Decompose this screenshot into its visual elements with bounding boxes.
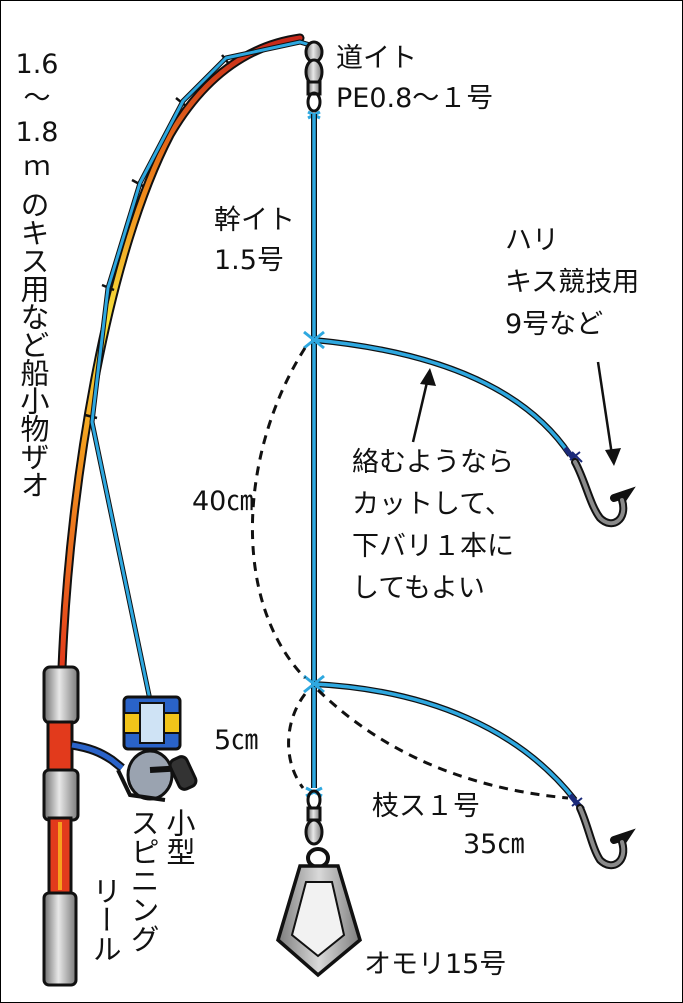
note-line-3: 下バリ１本に bbox=[352, 531, 514, 562]
spacing-5cm-label: 5㎝ bbox=[214, 725, 259, 756]
fishing-rod bbox=[42, 33, 305, 987]
note-line-4: してもよい bbox=[352, 573, 485, 604]
lower-knot bbox=[303, 674, 325, 694]
michi-ito-spec: PE0.8～１号 bbox=[336, 83, 494, 114]
dashed-spacing-5cm bbox=[287, 693, 307, 789]
sinker bbox=[276, 864, 363, 978]
bottom-swivel bbox=[304, 786, 330, 869]
spinning-reel bbox=[71, 695, 198, 802]
hari-spec: 9号など bbox=[505, 309, 604, 340]
reel-label-col2: スピニング bbox=[126, 808, 160, 953]
reel-seat bbox=[46, 720, 74, 774]
lower-hook bbox=[568, 793, 636, 870]
upper-knot bbox=[303, 330, 325, 350]
omori-label: オモリ15号 bbox=[364, 949, 507, 980]
rod-length-label: 1.6 ～ 1.8 ｍ bbox=[14, 48, 60, 184]
upper-hook bbox=[563, 446, 636, 528]
dashed-spacing-40cm bbox=[251, 347, 307, 680]
reel-body bbox=[126, 749, 174, 801]
note-line-2: カットして、 bbox=[352, 489, 512, 520]
edasu-length: 35㎝ bbox=[463, 829, 525, 860]
note-arrow bbox=[411, 368, 436, 443]
rod-description: のキス用など船小物ザオ bbox=[16, 190, 50, 498]
spacing-40cm-label: 40㎝ bbox=[192, 486, 254, 517]
michi-ito-name: 道イト bbox=[336, 43, 417, 74]
miki-ito-spec: 1.5号 bbox=[214, 245, 284, 276]
upper-branch-line bbox=[313, 337, 573, 457]
rod-length-sep: ～ bbox=[23, 83, 51, 114]
lower-branch-line bbox=[313, 681, 578, 802]
rod-guides bbox=[84, 54, 230, 420]
top-swivel bbox=[304, 40, 324, 120]
rod-grip-upper bbox=[42, 665, 80, 725]
rod-length-a: 1.6 bbox=[15, 49, 59, 80]
reel-label-col3: リール bbox=[88, 876, 122, 963]
miki-ito-name: 幹イト bbox=[214, 205, 295, 236]
rod-length-unit: ｍ bbox=[23, 151, 51, 182]
dashed-edasu-length bbox=[316, 688, 569, 800]
hari-name: ハリ bbox=[505, 225, 559, 256]
reel-label-col1: 小型 bbox=[162, 808, 196, 866]
rod-length-b: 1.8 bbox=[15, 117, 59, 148]
hook-arrow bbox=[596, 361, 621, 466]
edasu-name: 枝ス１号 bbox=[372, 791, 480, 822]
rod-butt-grip bbox=[42, 891, 78, 987]
note-line-1: 絡むようなら bbox=[352, 447, 514, 478]
reel-handle-knob bbox=[168, 755, 198, 791]
michi-ito-line bbox=[89, 39, 311, 701]
hari-type: キス競技用 bbox=[505, 267, 640, 298]
